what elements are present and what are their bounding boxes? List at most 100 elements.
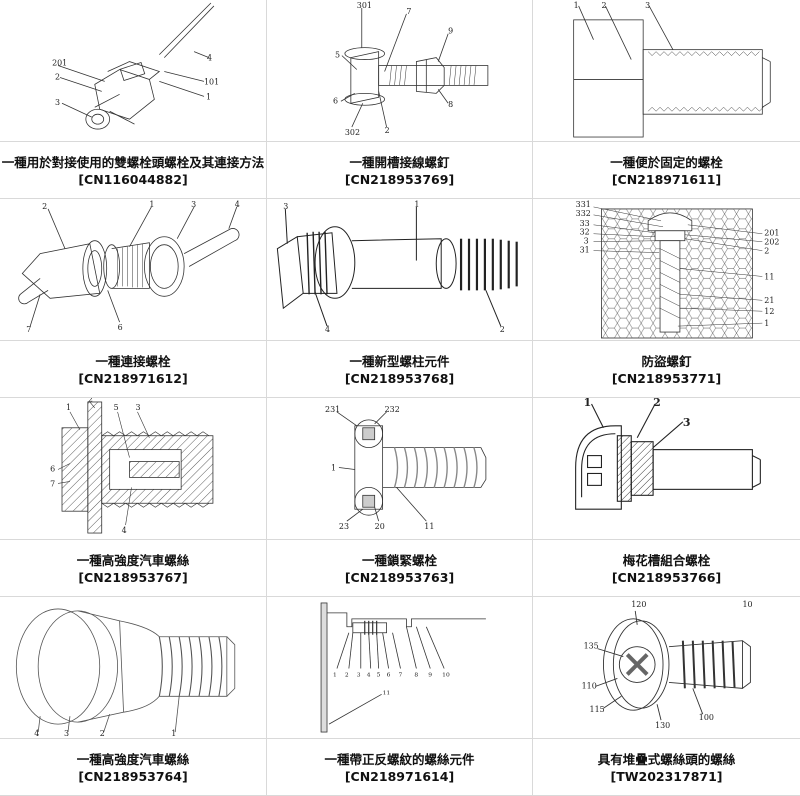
patent-title[interactable]: 具有堆疊式螺絲頭的螺絲	[598, 751, 736, 768]
patent-drawing: 331 332 33 32 3 31 201 202 2 11 21 12 1	[533, 199, 800, 341]
patent-figure-7: 1 2 5 3 6 7 4	[0, 398, 266, 539]
patent-drawing: 1 2 5 3 6 7 4	[0, 398, 266, 540]
patent-figure-1: 201 2 3 4 101 1	[0, 0, 266, 141]
patent-title[interactable]: 一種高強度汽車螺絲	[77, 552, 190, 569]
callout-label: 6	[50, 464, 55, 473]
patent-caption: 一種用於對接使用的雙螺栓頭螺栓及其連接方法 [CN116044882]	[0, 143, 266, 199]
patent-title[interactable]: 一種開槽接線螺釘	[349, 154, 449, 171]
callout-label: 10	[742, 600, 752, 609]
callout-label: 4	[34, 729, 39, 738]
callout-label: 130	[655, 721, 670, 730]
patent-card[interactable]: 231 232 1 23 20 11 一種鎖緊螺栓 [CN218953763]	[267, 398, 533, 597]
patent-card[interactable]: 2 1 3 4 7 6 一種連接螺栓 [CN218971612]	[0, 199, 267, 398]
patent-number[interactable]: [CN218953768]	[345, 370, 454, 387]
patent-figure-11: 1 2 3 4 5 6 7 8 9 10 11	[267, 597, 532, 738]
patent-card[interactable]: 201 2 3 4 101 1 一種用於對接使用的雙螺栓頭螺栓及其連接方法 [C…	[0, 0, 267, 199]
callout-label: 4	[207, 54, 212, 63]
patent-figure-9: 1 2 3	[533, 398, 800, 539]
callout-label: 6	[118, 323, 123, 332]
callout-label: 1	[206, 92, 211, 101]
callout-label: 110	[582, 681, 597, 690]
callout-label: 2	[601, 1, 606, 10]
callout-label: 10	[442, 671, 450, 678]
patent-number[interactable]: [CN218971611]	[612, 171, 721, 188]
callout-label: 1	[149, 200, 154, 209]
callout-label: 202	[764, 238, 779, 247]
callout-label: 1	[333, 671, 337, 678]
callout-label: 2	[653, 398, 661, 409]
patent-drawing: 120 10 135 110 115 130 100	[533, 597, 800, 739]
callout-label: 7	[399, 671, 403, 678]
callout-label: 6	[333, 96, 338, 105]
patent-title[interactable]: 一種連接螺栓	[95, 353, 170, 370]
patent-number[interactable]: [CN218971614]	[345, 768, 454, 785]
patent-drawing: 4 3 2 1	[0, 597, 266, 739]
patent-title[interactable]: 一種鎖緊螺栓	[362, 552, 437, 569]
callout-label: 7	[26, 325, 31, 334]
patent-drawing: 201 2 3 4 101 1	[0, 0, 266, 142]
patent-figure-3: 1 2 3	[533, 0, 800, 141]
callout-label: 3	[135, 403, 140, 412]
callout-label: 1	[574, 1, 579, 10]
patent-card[interactable]: 120 10 135 110 115 130 100 具有堆疊式螺絲頭的螺絲 […	[533, 597, 800, 796]
callout-label: 9	[448, 27, 453, 36]
callout-label: 5	[335, 51, 340, 60]
patent-caption: 一種便於固定的螺栓 [CN218971611]	[533, 143, 800, 199]
callout-label: 2	[88, 398, 93, 404]
callout-label: 301	[357, 1, 372, 10]
callout-label: 3	[584, 237, 589, 246]
callout-label: 232	[385, 405, 400, 414]
callout-label: 2	[385, 126, 390, 135]
patent-card[interactable]: 301 7 5 9 6 8 302 2 一種開槽接線螺釘 [CN21895376…	[267, 0, 533, 199]
patent-caption: 一種高強度汽車螺絲 [CN218953767]	[0, 541, 266, 597]
callout-label: 2	[500, 325, 505, 334]
callout-label: 1	[331, 463, 336, 472]
patent-card[interactable]: 1 2 3 一種便於固定的螺栓 [CN218971611]	[533, 0, 800, 199]
patent-number[interactable]: [CN218953767]	[78, 569, 187, 586]
callout-label: 3	[357, 671, 361, 678]
patent-number[interactable]: [CN218953769]	[345, 171, 454, 188]
callout-label: 201	[764, 229, 779, 238]
patent-card[interactable]: 1 2 5 3 6 7 4 一種高強度汽車螺絲 [CN218953767]	[0, 398, 267, 597]
callout-label: 302	[345, 128, 360, 137]
patent-title[interactable]: 一種高強度汽車螺絲	[77, 751, 190, 768]
patent-number[interactable]: [CN218971612]	[78, 370, 187, 387]
patent-figure-6: 331 332 33 32 3 31 201 202 2 11 21 12 1	[533, 199, 800, 340]
patent-card[interactable]: 3 1 4 2 一種新型螺柱元件 [CN218953768]	[267, 199, 533, 398]
patent-title[interactable]: 梅花槽組合螺栓	[623, 552, 711, 569]
callout-label: 1	[66, 403, 71, 412]
patent-card[interactable]: 1 2 3 梅花槽組合螺栓 [CN218953766]	[533, 398, 800, 597]
patent-figure-5: 3 1 4 2	[267, 199, 532, 340]
patent-card[interactable]: 1 2 3 4 5 6 7 8 9 10 11 一種帶正反螺紋的螺絲元件 [CN…	[267, 597, 533, 796]
patent-caption: 一種高強度汽車螺絲 [CN218953764]	[0, 740, 266, 796]
patent-title[interactable]: 一種便於固定的螺栓	[610, 154, 723, 171]
patent-title[interactable]: 一種用於對接使用的雙螺栓頭螺栓及其連接方法	[2, 154, 265, 171]
callout-label: 120	[631, 600, 646, 609]
patent-title[interactable]: 一種新型螺柱元件	[349, 353, 449, 370]
patent-drawing: 231 232 1 23 20 11	[267, 398, 532, 540]
callout-label: 1	[584, 398, 592, 409]
callout-label: 2	[100, 729, 105, 738]
callout-label: 4	[325, 325, 330, 334]
callout-label: 7	[406, 7, 411, 16]
patent-drawing: 2 1 3 4 7 6	[0, 199, 266, 341]
callout-label: 3	[645, 1, 650, 10]
patent-number[interactable]: [CN218953771]	[612, 370, 721, 387]
patent-number[interactable]: [CN116044882]	[78, 171, 187, 188]
callout-label: 115	[590, 705, 605, 714]
patent-card[interactable]: 331 332 33 32 3 31 201 202 2 11 21 12 1 …	[533, 199, 800, 398]
patent-card[interactable]: 4 3 2 1 一種高強度汽車螺絲 [CN218953764]	[0, 597, 267, 796]
patent-number[interactable]: [CN218953764]	[78, 768, 187, 785]
callout-label: 135	[584, 642, 599, 651]
patent-figure-2: 301 7 5 9 6 8 302 2	[267, 0, 532, 141]
patent-number[interactable]: [TW202317871]	[610, 768, 722, 785]
patent-title[interactable]: 一種帶正反螺紋的螺絲元件	[324, 751, 474, 768]
callout-label: 5	[114, 403, 119, 412]
callout-label: 3	[283, 202, 288, 211]
callout-label: 5	[377, 671, 381, 678]
patent-number[interactable]: [CN218953763]	[345, 569, 454, 586]
patent-figure-10: 4 3 2 1	[0, 597, 266, 738]
patent-title[interactable]: 防盜螺釘	[641, 353, 691, 370]
patent-figure-4: 2 1 3 4 7 6	[0, 199, 266, 340]
patent-number[interactable]: [CN218953766]	[612, 569, 721, 586]
